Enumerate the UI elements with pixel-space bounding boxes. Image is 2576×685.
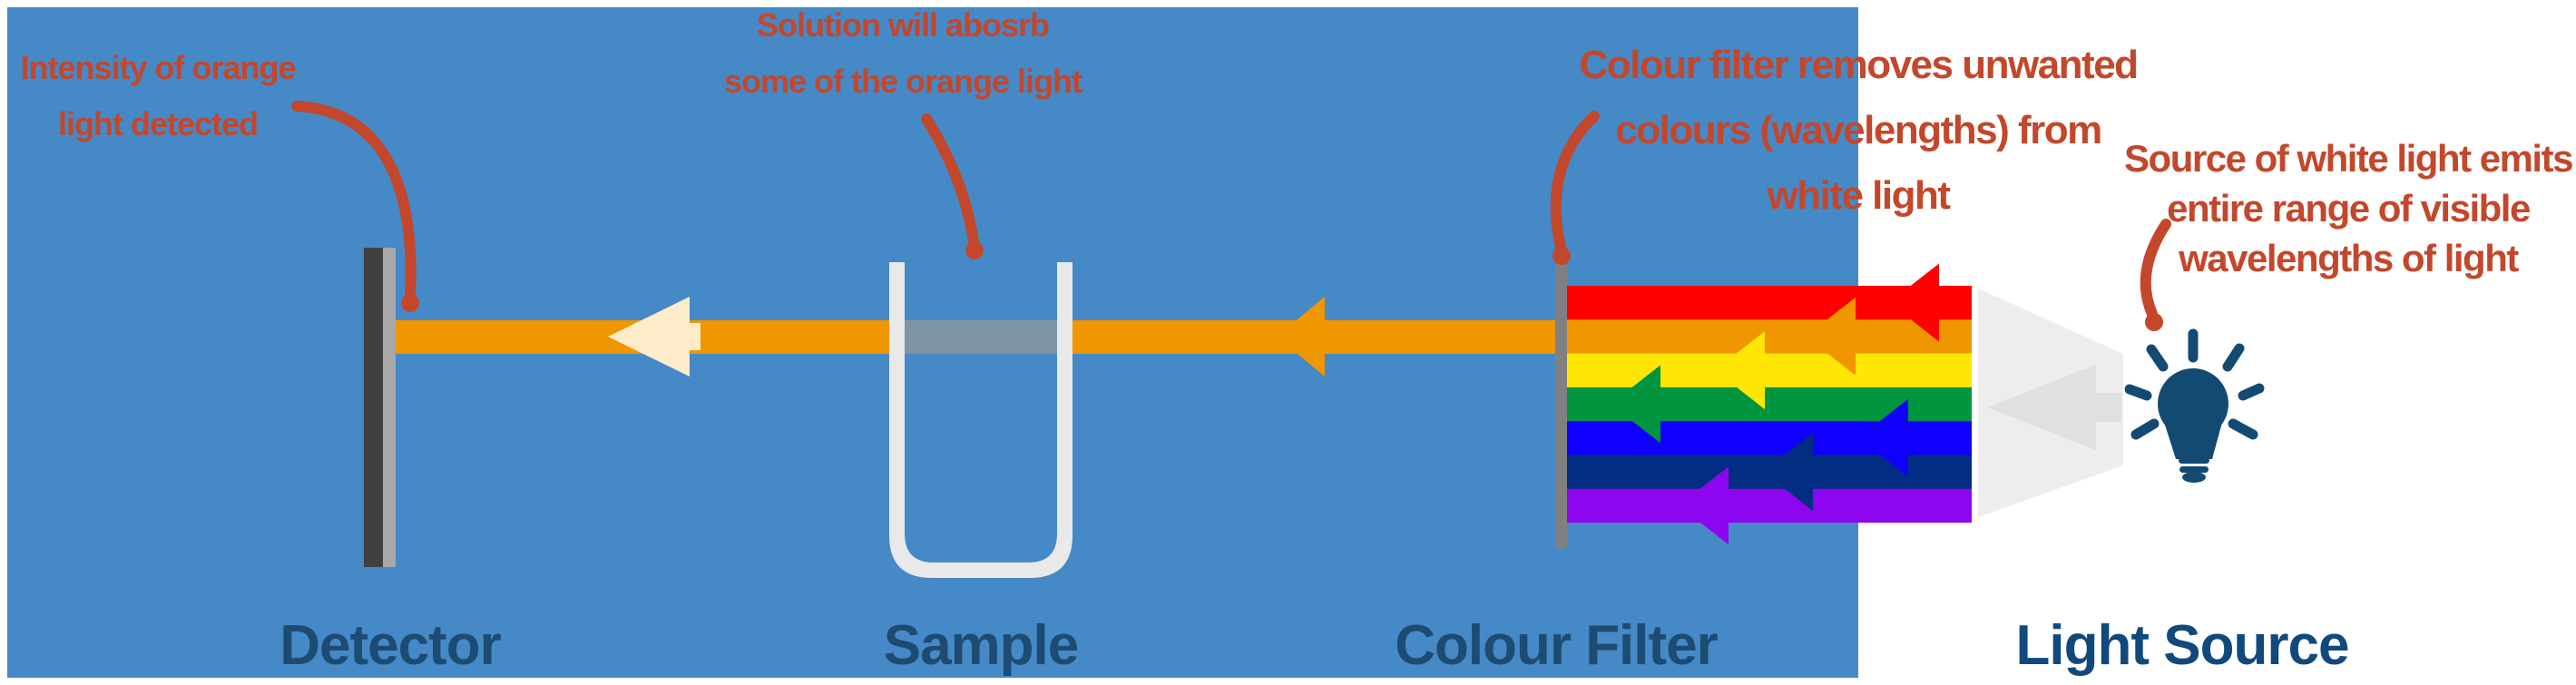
annotation-filter: Colour filter removes unwanted colours (… <box>1550 33 2167 229</box>
annotation-intensity: Intensity of orange light detected <box>0 40 316 152</box>
detector-light-bar <box>383 248 396 567</box>
stripe-arrow-orange <box>1806 297 1856 376</box>
stripe-purple <box>1567 488 1972 524</box>
annotation-curves <box>291 101 2171 319</box>
stripe-arrow-blue <box>1858 398 1908 477</box>
annotation-intensity-line2: light detected <box>57 105 259 142</box>
curve-to-sample <box>921 113 979 247</box>
stripe-orange <box>1567 319 1972 354</box>
stripe-yellow <box>1567 353 1972 388</box>
stripe-arrow-red <box>1889 263 1939 342</box>
label-colour-filter: Colour Filter <box>1395 614 1719 677</box>
stripe-arrow-yellow <box>1715 331 1765 410</box>
annotation-source-line1: Source of white light emits <box>2124 137 2573 180</box>
label-light-source: Light Source <box>2015 614 2350 677</box>
annotation-filter-line1: Colour filter removes unwanted <box>1579 43 2139 87</box>
annotation-source-line2: entire range of visible <box>2167 187 2531 230</box>
annotation-filter-line3: white light <box>1767 173 1951 218</box>
stripe-arrow-navy <box>1763 433 1813 511</box>
spectrum-band <box>1567 263 1972 545</box>
annotation-source: Source of white light emits entire range… <box>2114 133 2576 283</box>
annotation-solution-line2: some of the orange light <box>723 63 1082 100</box>
label-sample: Sample <box>883 614 1080 677</box>
stripe-arrow-purple <box>1679 466 1729 545</box>
stripe-arrow-green <box>1611 365 1660 444</box>
annotation-solution: Solution will abosrb some of the orange … <box>676 0 1130 110</box>
white-light-arrow-icon <box>1987 365 2121 450</box>
curve-to-bulb <box>2140 219 2171 319</box>
annotation-curve-dots <box>401 241 2163 331</box>
annotation-source-line3: wavelengths of light <box>2179 237 2519 279</box>
curve-to-detector <box>291 101 416 300</box>
detector-icon <box>364 248 396 567</box>
annotation-filter-line2: colours (wavelengths) from <box>1615 108 2102 152</box>
absorbed-beam-section <box>905 320 1057 354</box>
colour-filter-bar <box>1555 261 1567 550</box>
label-detector: Detector <box>279 614 502 677</box>
curve-to-filter <box>1550 111 1600 252</box>
attenuated-light-arrow-icon <box>608 297 700 377</box>
orange-beam-arrow-icon <box>1277 297 1325 377</box>
bulb-rays-icon <box>2124 328 2265 440</box>
annotation-intensity-line1: Intensity of orange <box>20 49 296 86</box>
detector-dark-bar <box>364 248 383 567</box>
stripe-blue <box>1567 421 1972 455</box>
light-bulb-icon <box>2158 368 2228 483</box>
annotation-solution-line1: Solution will abosrb <box>757 6 1050 44</box>
